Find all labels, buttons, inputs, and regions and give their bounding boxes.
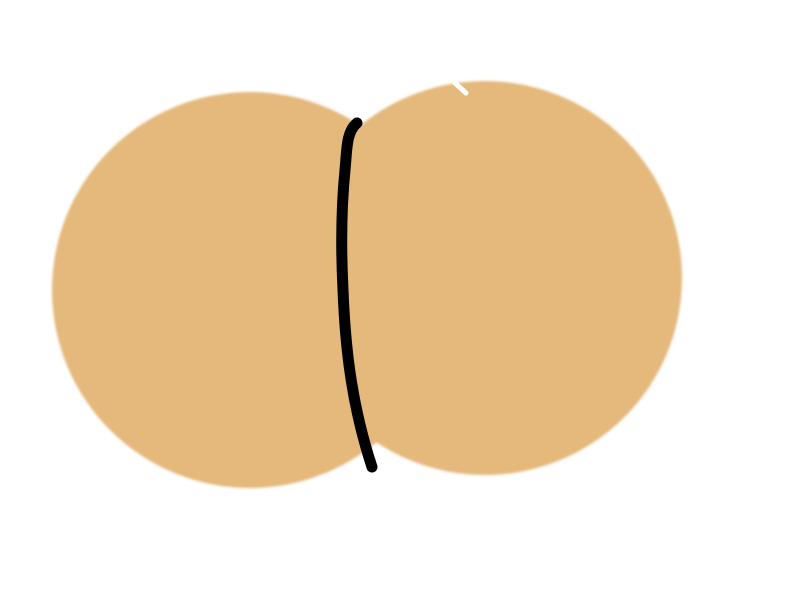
dividing-stroke [336,117,378,473]
right-circle [288,81,682,475]
highlight-mark [452,80,469,96]
